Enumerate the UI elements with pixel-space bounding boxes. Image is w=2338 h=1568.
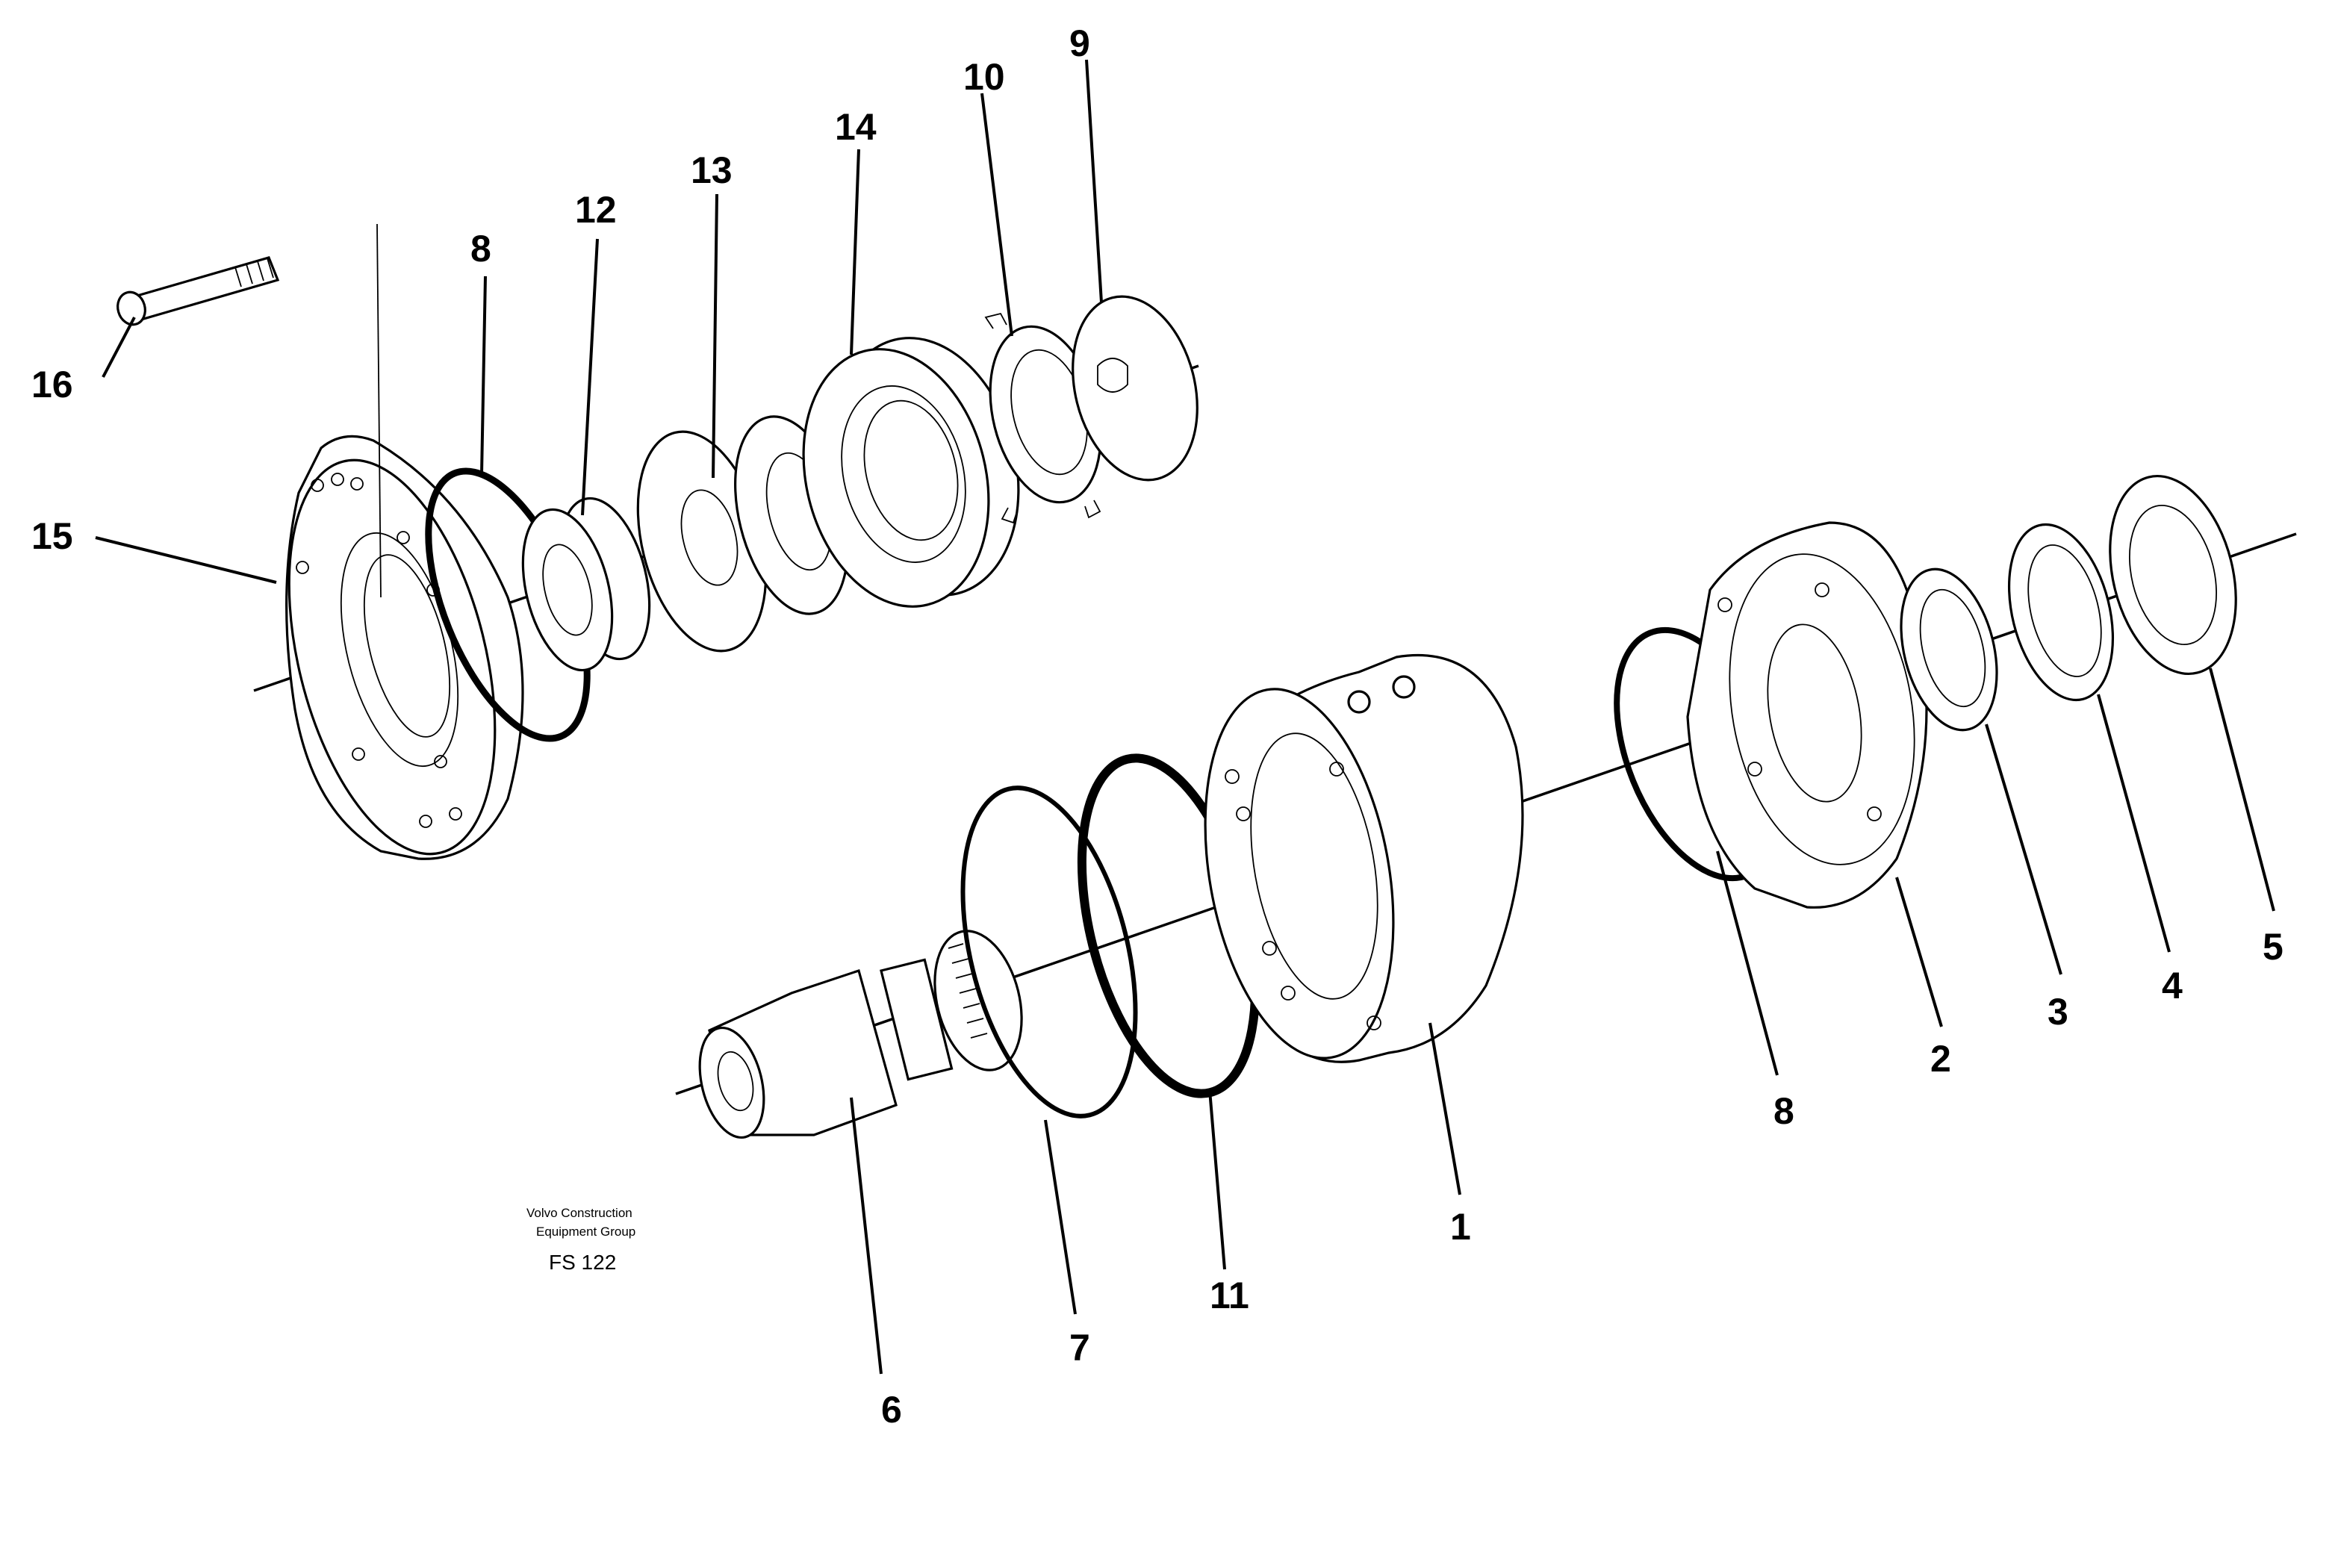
part-1-motor-housing [1204,653,1524,1063]
callout-16: 16 [31,364,73,405]
part-5-bearing [2109,474,2237,676]
callout-3: 3 [2048,991,2068,1033]
callout-7: 7 [1069,1327,1090,1369]
callout-13: 13 [691,149,733,191]
caption-line-1: Volvo Construction [526,1206,632,1220]
callout-15: 15 [31,515,73,557]
callout-2: 2 [1930,1038,1951,1080]
callout-8-upper: 8 [470,228,491,270]
caption-line-2: Equipment Group [536,1225,635,1239]
part-12-bearing [521,497,651,672]
callout-8-lower: 8 [1773,1090,1794,1132]
part-16-bolt [116,256,280,326]
callout-1: 1 [1450,1206,1471,1248]
callout-10: 10 [963,56,1005,98]
callout-6: 6 [881,1389,902,1431]
leader-lines [95,59,2275,1375]
figure-code: FS 122 [549,1251,616,1274]
callout-5: 5 [2263,926,2283,968]
callout-12: 12 [575,189,617,231]
part-14-bearing-cup [802,337,1020,608]
part-4-seal [2007,523,2115,702]
lower-assembly [675,474,2297,1139]
part-15-flange-housing [285,223,524,860]
callout-4: 4 [2162,965,2183,1007]
callout-11: 11 [1210,1275,1249,1316]
part-2-end-plate [1686,521,1928,909]
part-9-nut [1072,295,1198,482]
callout-14: 14 [835,106,877,148]
part-7-o-ring [960,785,1138,1119]
part-6-drive-shaft [698,930,1023,1139]
upper-assembly [116,223,1199,860]
caption-block: Volvo Construction Equipment Group FS 12… [526,1206,635,1274]
callout-labels: 16 15 8 12 13 14 10 9 1 8 2 3 4 5 6 7 11 [31,22,2283,1431]
part-3-ring [1900,567,1998,732]
callout-9: 9 [1069,22,1090,64]
